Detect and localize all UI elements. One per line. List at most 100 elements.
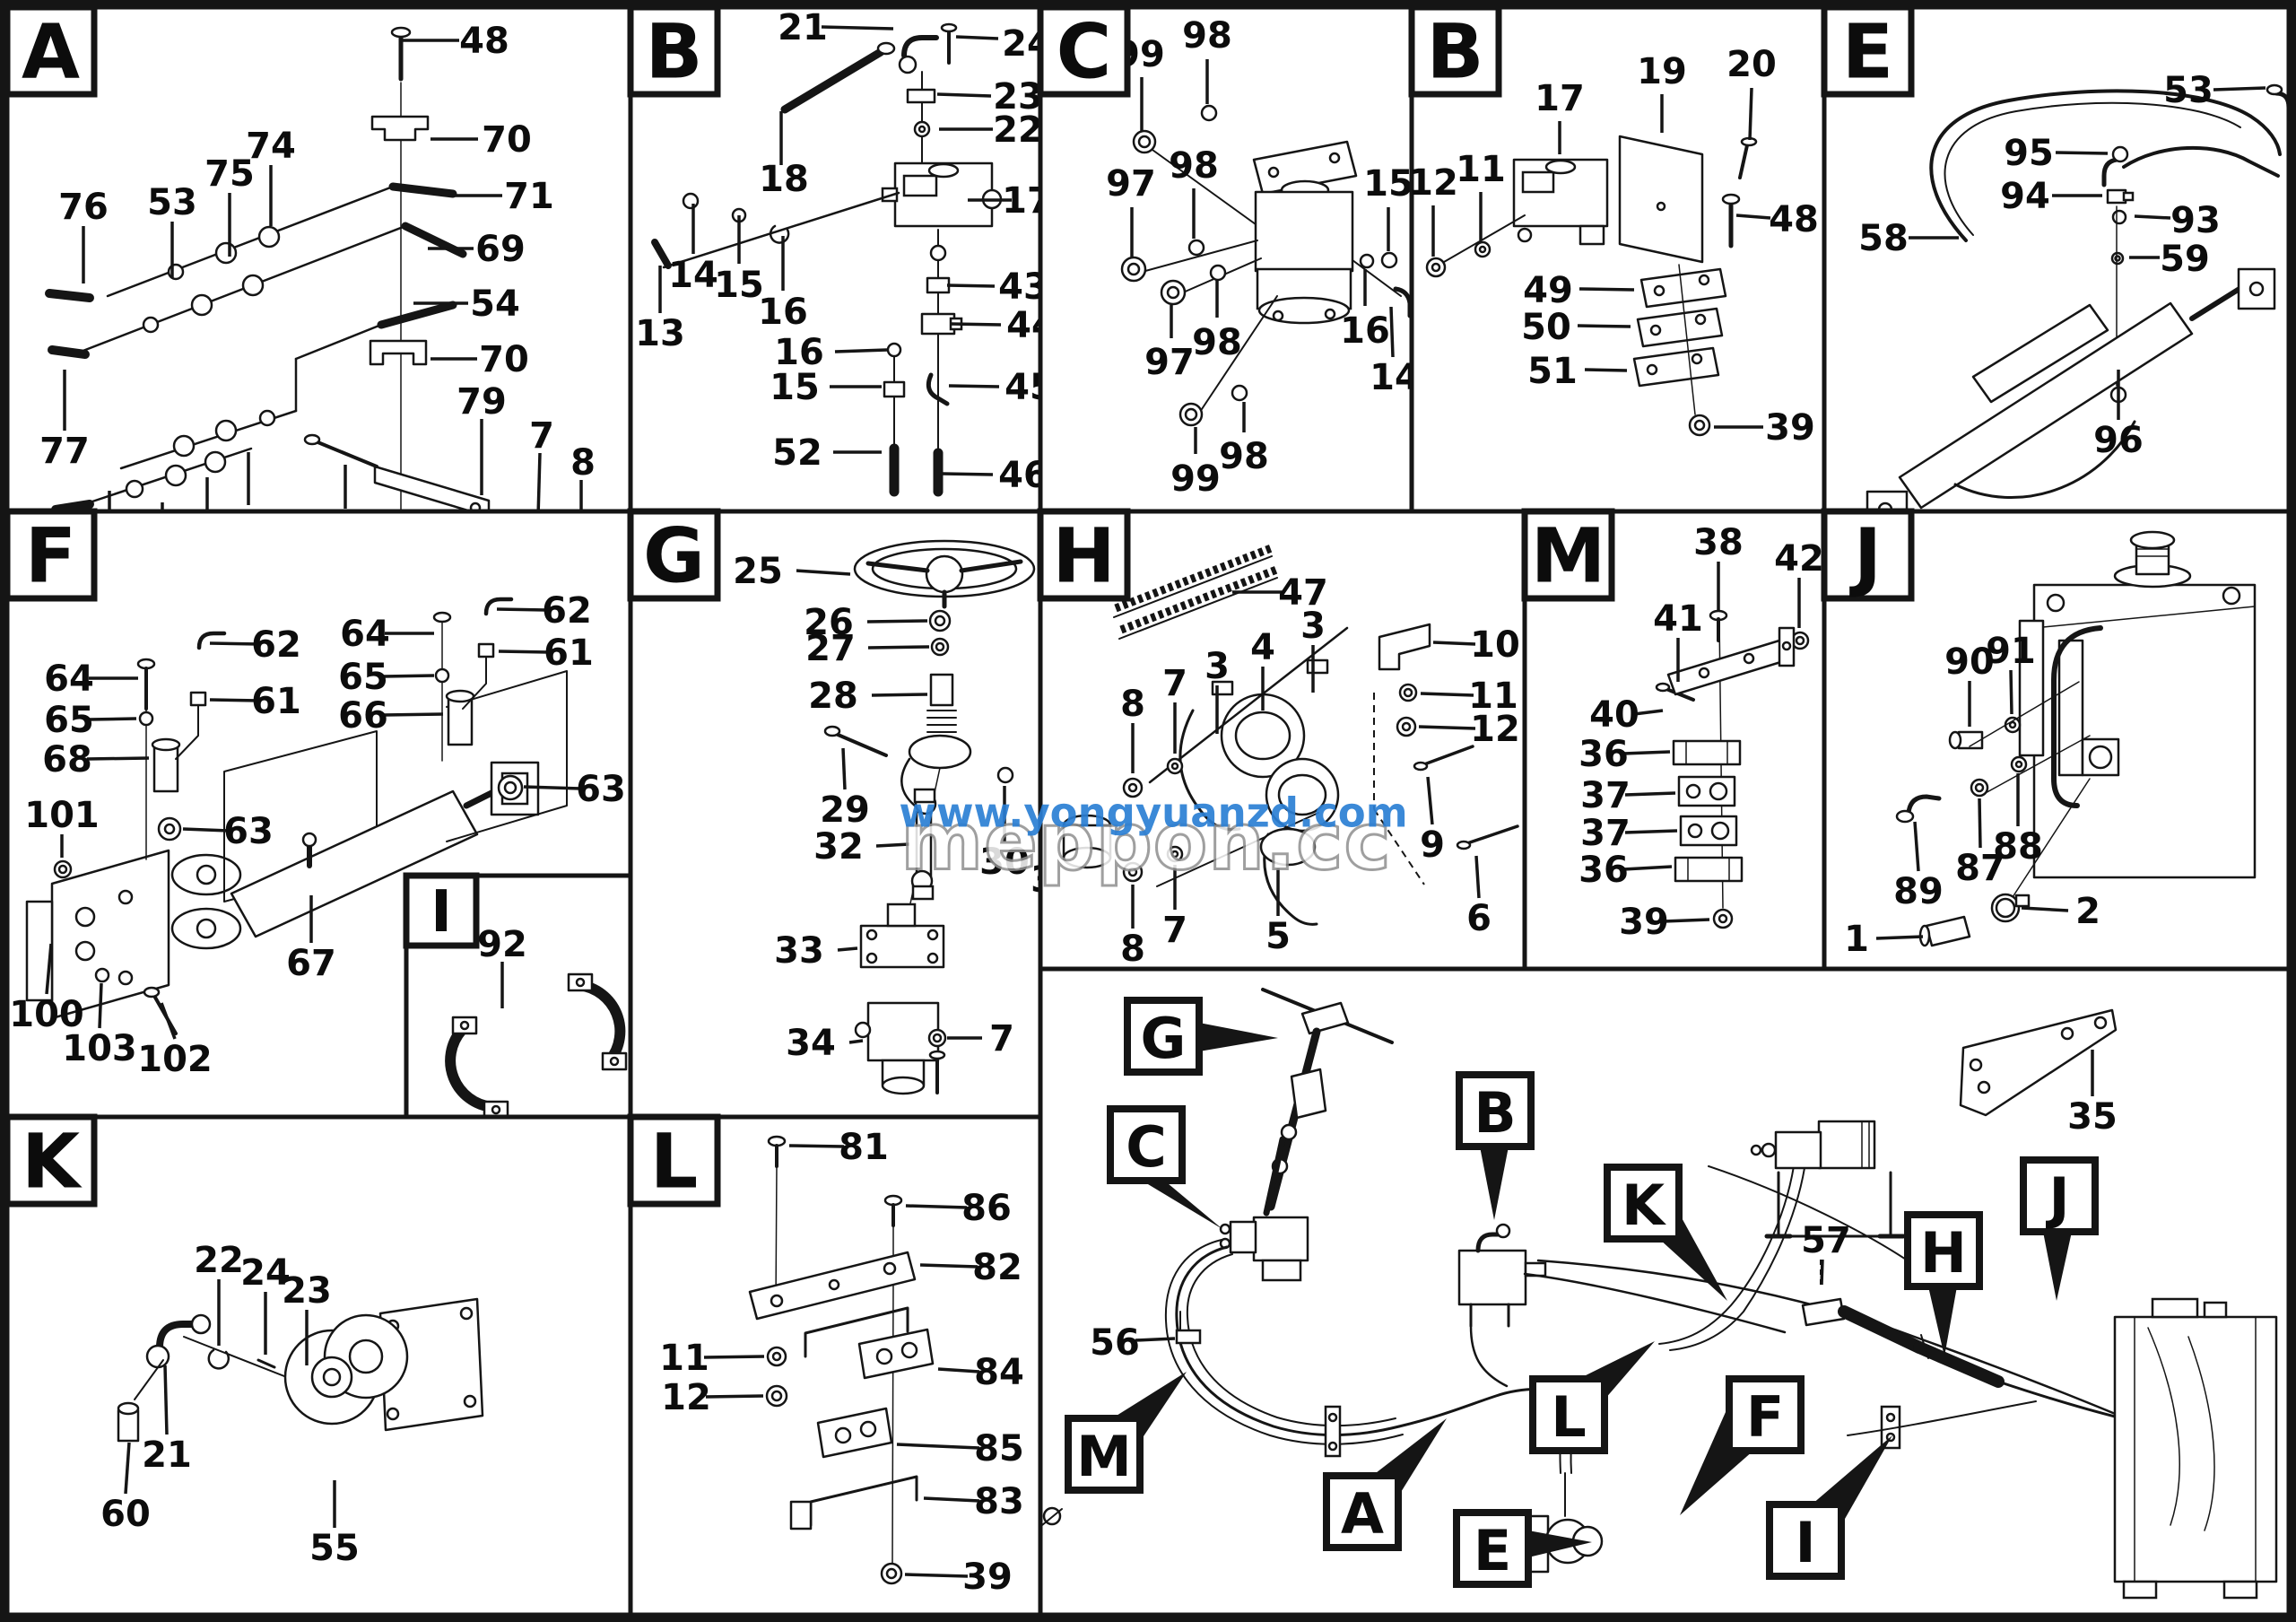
callout-A: A: [1323, 1418, 1447, 1551]
part-label: 60: [100, 1494, 151, 1535]
panel-letter: B: [645, 8, 702, 96]
part-label: 18: [759, 159, 809, 200]
part-label: 24: [240, 1252, 291, 1294]
part-label: 11: [1456, 149, 1506, 190]
part-label: 75: [204, 153, 255, 195]
callout-I: I: [1766, 1435, 1892, 1580]
part-label: 12: [1470, 709, 1520, 750]
part-label: 11: [659, 1338, 709, 1379]
part-label: 91: [1986, 631, 2036, 672]
callout-letter: K: [1622, 1173, 1666, 1238]
panel-letter: L: [650, 1118, 699, 1206]
panel-letter: H: [1052, 512, 1115, 600]
part-label: 85: [974, 1428, 1024, 1469]
part-label: 23: [993, 76, 1043, 118]
part-label: 40: [1589, 694, 1639, 736]
part-label: 12: [1408, 162, 1458, 204]
panel-letter: C: [1057, 8, 1112, 96]
part-label: 69: [475, 229, 526, 270]
part-label: 7: [1162, 910, 1187, 951]
panel-G: 252627282932303133347G: [627, 508, 1081, 1120]
callout-H: H: [1904, 1211, 1983, 1356]
part-label: 64: [340, 614, 390, 655]
part-label: 84: [974, 1352, 1024, 1393]
part-label: 52: [772, 432, 822, 474]
part-label: 5: [1265, 916, 1291, 957]
part-label: 16: [774, 332, 824, 373]
part-label: 82: [972, 1247, 1022, 1288]
part-label: 62: [542, 590, 592, 632]
part-label: 35: [2067, 1096, 2118, 1138]
callout-letter: G: [1141, 1006, 1187, 1071]
part-label: 4: [1250, 627, 1275, 668]
part-label: 2: [2075, 891, 2100, 932]
part-label: 15: [1363, 163, 1413, 205]
callout-letter: I: [1795, 1510, 1815, 1575]
part-label: 94: [2000, 176, 2050, 217]
part-label: 57: [1801, 1220, 1851, 1261]
part-label: 101: [24, 795, 100, 836]
callout-letter: F: [1746, 1384, 1784, 1450]
part-label: 65: [338, 657, 388, 698]
part-label: 103: [62, 1028, 137, 1069]
part-label: 59: [2160, 239, 2210, 280]
part-label: 65: [44, 700, 94, 741]
part-label: 39: [1765, 407, 1815, 449]
part-label: 34: [786, 1023, 836, 1064]
part-label: 36: [1578, 850, 1629, 891]
part-label: 28: [808, 676, 858, 717]
part-label: 74: [246, 126, 296, 167]
callout-C: C: [1107, 1105, 1222, 1229]
part-label: 12: [661, 1377, 711, 1418]
part-label: 11: [1468, 676, 1518, 717]
part-label: 77: [39, 431, 90, 472]
callout-K: K: [1604, 1164, 1727, 1301]
part-label: 48: [1769, 199, 1819, 240]
panel-letter: F: [25, 512, 76, 600]
part-label: 98: [1169, 145, 1219, 187]
part-label: 39: [962, 1557, 1013, 1598]
part-label: 102: [137, 1039, 213, 1080]
callout-letter: H: [1920, 1220, 1967, 1286]
part-label: 8: [570, 442, 596, 484]
part-label: 7: [1162, 663, 1187, 704]
part-label: 83: [974, 1481, 1024, 1522]
part-label: 15: [714, 265, 764, 306]
part-label: 42: [1774, 538, 1824, 580]
panel-letter: E: [1842, 8, 1893, 96]
part-label: 89: [1893, 871, 1944, 912]
part-label: 30: [979, 842, 1030, 883]
part-label: 15: [770, 367, 820, 408]
part-label: 97: [1144, 342, 1195, 383]
part-label: 67: [286, 943, 336, 984]
part-label: 8: [1120, 929, 1145, 970]
part-label: 32: [813, 826, 864, 868]
part-label: 37: [1580, 775, 1631, 816]
part-label: 92: [477, 924, 527, 965]
callout-E: E: [1453, 1509, 1592, 1588]
callout-letter: J: [2045, 1165, 2069, 1231]
callout-M: M: [1065, 1372, 1187, 1494]
part-label: 37: [1580, 813, 1631, 854]
part-label: 55: [309, 1528, 360, 1569]
part-label: 17: [1535, 78, 1585, 119]
callout-letter: E: [1474, 1518, 1511, 1583]
callout-J: J: [2020, 1156, 2099, 1301]
part-label: 87: [1955, 848, 2005, 889]
part-label: 10: [1470, 624, 1520, 666]
part-label: 90: [1944, 641, 1995, 683]
panel-letter: M: [1531, 512, 1606, 600]
part-label: 53: [147, 182, 197, 223]
part-label: 29: [820, 789, 870, 831]
part-label: 8: [1120, 684, 1145, 725]
part-label: 79: [457, 381, 507, 423]
part-label: 9: [1420, 824, 1445, 866]
part-label: 19: [1637, 51, 1687, 92]
part-label: 1: [1844, 919, 1869, 960]
panel-letter: B: [1426, 8, 1483, 96]
part-label: 13: [635, 313, 685, 354]
